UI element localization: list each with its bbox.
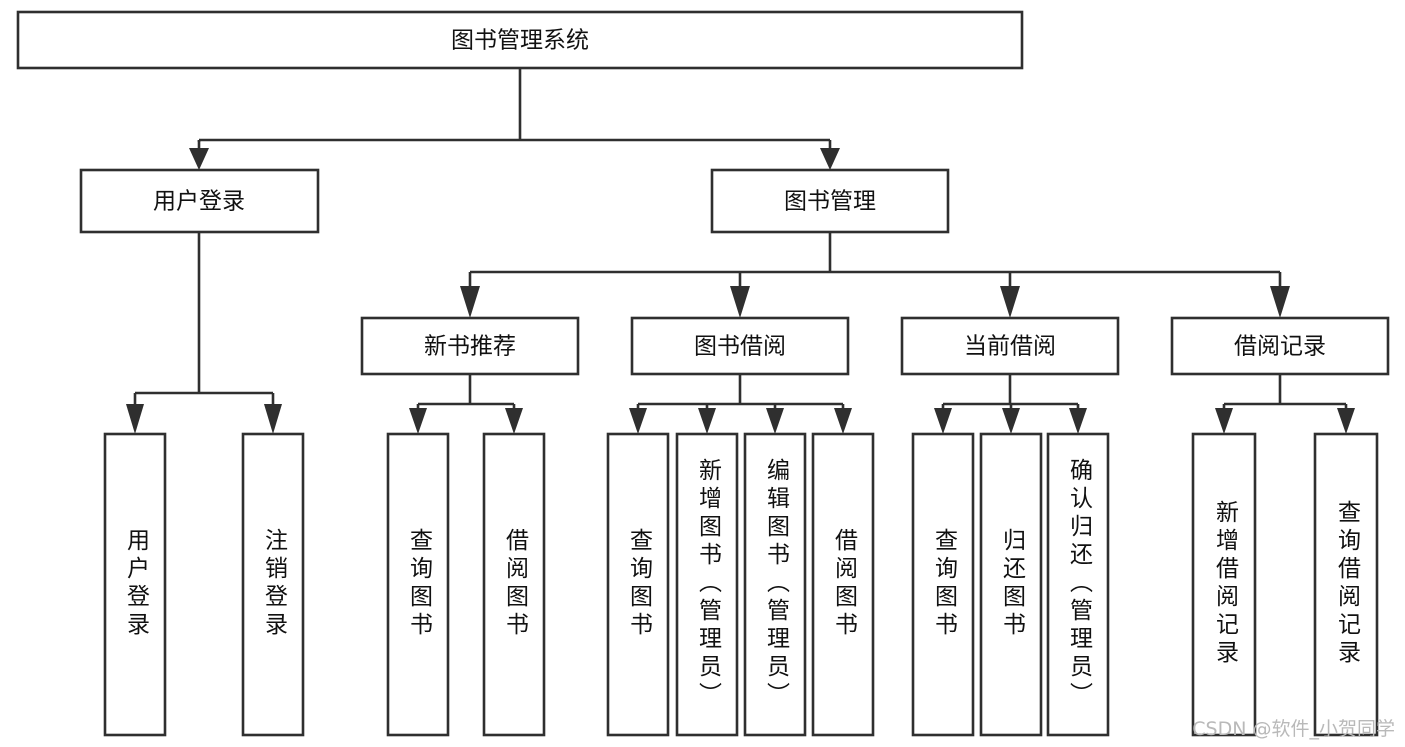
- node-leaf-query-book-1-label: 查询图书: [406, 528, 434, 640]
- node-leaf-edit-book[interactable]: 编辑图书（管理员）: [743, 432, 807, 737]
- node-leaf-add-record-box[interactable]: [1191, 432, 1257, 737]
- node-leaf-query-book-3-box[interactable]: [911, 432, 975, 737]
- node-leaf-query-book-2[interactable]: 查询图书: [606, 432, 670, 737]
- arrow-icon-new-book-recommend: [460, 286, 480, 318]
- node-leaf-confirm-return-label: 确认归还（管理员）: [1066, 458, 1094, 710]
- node-leaf-user-logout-box[interactable]: [241, 432, 305, 737]
- node-leaf-query-record[interactable]: 查询借阅记录: [1313, 432, 1379, 737]
- node-leaf-return-book-box[interactable]: [979, 432, 1043, 737]
- node-book-manage[interactable]: 图书管理: [710, 168, 950, 234]
- node-leaf-add-record-label: 新增借阅记录: [1212, 500, 1240, 668]
- node-current-borrow-label: 当前借阅: [964, 334, 1056, 360]
- node-leaf-query-book-1[interactable]: 查询图书: [386, 432, 450, 737]
- node-leaf-return-book[interactable]: 归还图书: [979, 432, 1043, 737]
- node-current-borrow[interactable]: 当前借阅: [900, 316, 1120, 376]
- node-root-box[interactable]: [16, 10, 1024, 70]
- node-book-borrow-label: 图书借阅: [694, 334, 786, 360]
- node-new-book-recommend[interactable]: 新书推荐: [360, 316, 580, 376]
- arrow-icon-confirm-return: [1069, 408, 1087, 434]
- node-leaf-query-book-2-box[interactable]: [606, 432, 670, 737]
- arrow-icon-query-book-3: [934, 408, 952, 434]
- node-current-borrow-box[interactable]: [900, 316, 1120, 376]
- node-leaf-add-book-label: 新增图书（管理员）: [695, 458, 723, 710]
- node-root-label: 图书管理系统: [451, 28, 589, 54]
- node-leaf-query-record-label: 查询借阅记录: [1334, 500, 1362, 668]
- node-leaf-user-login-box[interactable]: [103, 432, 167, 737]
- arrow-icon-user-login: [189, 148, 209, 170]
- node-borrow-record-label: 借阅记录: [1234, 334, 1326, 360]
- arrow-icon-borrow-book-2: [834, 408, 852, 434]
- arrow-icon-query-book-2: [629, 408, 647, 434]
- node-leaf-add-record[interactable]: 新增借阅记录: [1191, 432, 1257, 737]
- arrow-icon-edit-book: [766, 408, 784, 434]
- node-new-book-recommend-box[interactable]: [360, 316, 580, 376]
- node-leaf-query-book-3-label: 查询图书: [931, 528, 959, 640]
- node-leaf-borrow-book-1-box[interactable]: [482, 432, 546, 737]
- node-leaf-borrow-book-1[interactable]: 借阅图书: [482, 432, 546, 737]
- arrow-icon-add-book: [698, 408, 716, 434]
- node-leaf-borrow-book-2-box[interactable]: [811, 432, 875, 737]
- node-borrow-record[interactable]: 借阅记录: [1170, 316, 1390, 376]
- csdn-watermark: CSDN @软件_小贺同学: [1192, 718, 1395, 740]
- node-leaf-user-logout-label: 注销登录: [261, 528, 289, 640]
- arrow-icon-query-record: [1337, 408, 1355, 434]
- node-new-book-recommend-label: 新书推荐: [424, 334, 516, 360]
- arrow-icon-leaf-user-login: [126, 404, 144, 434]
- node-leaf-user-logout[interactable]: 注销登录: [241, 432, 305, 737]
- node-leaf-user-login-label: 用户登录: [123, 528, 151, 640]
- node-leaf-return-book-label: 归还图书: [999, 528, 1027, 640]
- node-leaf-borrow-book-2-label: 借阅图书: [831, 528, 859, 640]
- node-leaf-edit-book-box[interactable]: [743, 432, 807, 737]
- node-user-login[interactable]: 用户登录: [79, 168, 320, 234]
- arrow-icon-borrow-book-1: [505, 408, 523, 434]
- arrow-icon-return-book: [1002, 408, 1020, 434]
- node-leaf-query-book-2-label: 查询图书: [626, 528, 654, 640]
- node-book-borrow[interactable]: 图书借阅: [630, 316, 850, 376]
- node-user-login-box[interactable]: [79, 168, 320, 234]
- arrow-icon-book-manage: [820, 148, 840, 170]
- arrow-icon-borrow-record: [1270, 286, 1290, 318]
- arrow-icon-add-record: [1215, 408, 1233, 434]
- node-leaf-edit-book-label: 编辑图书（管理员）: [763, 458, 791, 710]
- arrow-icon-book-borrow: [730, 286, 750, 318]
- node-user-login-label: 用户登录: [153, 189, 245, 215]
- node-leaf-add-book[interactable]: 新增图书（管理员）: [675, 432, 739, 737]
- node-leaf-borrow-book-1-label: 借阅图书: [502, 528, 530, 640]
- arrowhead-layer: [126, 148, 1355, 434]
- node-leaf-user-login[interactable]: 用户登录: [103, 432, 167, 737]
- node-borrow-record-box[interactable]: [1170, 316, 1390, 376]
- node-leaf-confirm-return-box[interactable]: [1046, 432, 1110, 737]
- node-leaf-confirm-return[interactable]: 确认归还（管理员）: [1046, 432, 1110, 737]
- node-book-manage-box[interactable]: [710, 168, 950, 234]
- node-leaf-add-book-box[interactable]: [675, 432, 739, 737]
- node-leaf-borrow-book-2[interactable]: 借阅图书: [811, 432, 875, 737]
- node-root[interactable]: 图书管理系统: [16, 10, 1024, 70]
- arrow-icon-query-book-1: [409, 408, 427, 434]
- node-leaf-query-book-1-box[interactable]: [386, 432, 450, 737]
- node-book-borrow-box[interactable]: [630, 316, 850, 376]
- node-book-manage-label: 图书管理: [784, 189, 876, 215]
- arrow-icon-leaf-user-logout: [264, 404, 282, 434]
- node-leaf-query-record-box[interactable]: [1313, 432, 1379, 737]
- node-leaf-query-book-3[interactable]: 查询图书: [911, 432, 975, 737]
- arrow-icon-current-borrow: [1000, 286, 1020, 318]
